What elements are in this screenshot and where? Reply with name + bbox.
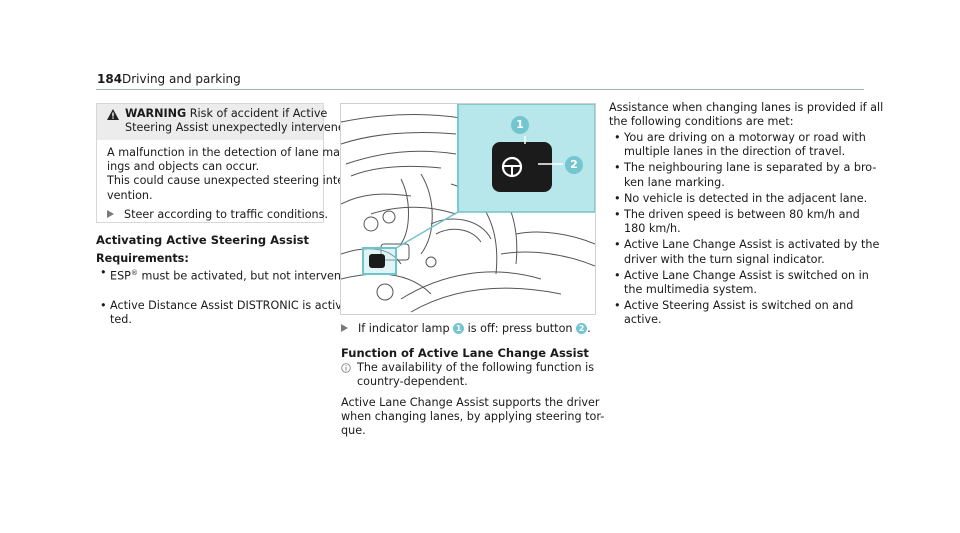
- condition-line: Active Steering Assist is switched on an…: [624, 299, 854, 313]
- section-title: Driving and parking: [122, 72, 241, 86]
- warning-body: A malfunction in the detection of lane m…: [107, 146, 356, 203]
- step-arrow-icon: [341, 324, 348, 332]
- requirements-label: Requirements:: [96, 252, 189, 265]
- paragraph-line: Active Lane Change Assist supports the d…: [341, 396, 600, 409]
- warning-body-line: ings and objects can occur.: [107, 160, 260, 174]
- warning-body-line: This could cause unexpected steering int…: [107, 174, 353, 188]
- section-heading-activating: Activating Active Steering Assist: [96, 233, 310, 247]
- function-paragraph: Active Lane Change Assist supports the d…: [341, 396, 604, 439]
- condition-line: driver with the turn signal indicator.: [624, 252, 825, 266]
- condition-item: No vehicle is detected in the adjacent l…: [614, 192, 879, 206]
- warning-body-line: A malfunction in the detection of lane m…: [107, 146, 356, 159]
- warning-box: WARNING Risk of accident if Active Steer…: [96, 103, 356, 223]
- condition-line: the multimedia system.: [624, 283, 757, 297]
- cockpit-drawing: [341, 104, 595, 313]
- condition-line: multiple lanes in the direction of trave…: [624, 145, 846, 159]
- condition-item: You are driving on a motorway or road wi…: [614, 131, 879, 159]
- warning-action: Steer according to traffic conditions.: [107, 208, 328, 221]
- callout-1-badge: 1: [511, 116, 529, 134]
- callout-2-badge: 2: [565, 156, 583, 174]
- steering-wheel-illustration: 1 2: [340, 103, 596, 315]
- info-icon: [341, 363, 351, 373]
- paragraph-line: when changing lanes, by applying steerin…: [341, 410, 605, 424]
- warning-body-line: vention.: [107, 188, 153, 202]
- condition-line: active.: [624, 313, 662, 327]
- warning-title: WARNING Risk of accident if Active: [125, 107, 327, 121]
- section-heading-function: Function of Active Lane Change Assist: [341, 346, 589, 360]
- requirement-esp: ESP: [110, 269, 131, 283]
- step-arrow-icon: [107, 210, 114, 218]
- conditions-intro: Assistance when changing lanes is provid…: [609, 101, 883, 129]
- page-number: 184: [97, 72, 123, 86]
- condition-line: 180 km/h.: [624, 222, 681, 236]
- requirement-line: Active Distance Assist DISTRONIC is acti…: [110, 298, 353, 312]
- country-note: The availability of the following functi…: [341, 361, 594, 389]
- registered-mark: ®: [130, 269, 138, 277]
- requirement-line: ted.: [110, 313, 132, 327]
- paragraph-line: que.: [341, 424, 366, 438]
- condition-item: Active Steering Assist is switched on an…: [614, 299, 879, 327]
- requirement-esp-text: must be activated, but not intervening.: [137, 269, 362, 283]
- condition-line: The driven speed is between 80 km/h and: [624, 208, 860, 222]
- note-line: country-dependent.: [357, 375, 468, 389]
- warning-title-text: Risk of accident if Active: [186, 107, 328, 120]
- condition-line: No vehicle is detected in the adjacent l…: [624, 191, 868, 205]
- condition-line: Active Lane Change Assist is activated b…: [624, 238, 880, 252]
- instruction-text: If indicator lamp: [358, 322, 454, 335]
- condition-item: The neighbouring lane is separated by a …: [614, 161, 879, 189]
- condition-item: Active Lane Change Assist is switched on…: [614, 269, 879, 297]
- instruction-text: .: [587, 322, 591, 335]
- warning-label: WARNING: [125, 107, 187, 120]
- condition-line: Active Lane Change Assist is switched on…: [624, 268, 869, 282]
- button-badge: 2: [576, 323, 588, 334]
- condition-item: Active Lane Change Assist is activated b…: [614, 238, 879, 266]
- instruction-step: If indicator lamp 1 is off: press button…: [341, 322, 591, 336]
- condition-line: The neighbouring lane is separated by a …: [624, 161, 877, 175]
- warning-header: WARNING Risk of accident if Active Steer…: [97, 104, 351, 140]
- conditions-list: You are driving on a motorway or road wi…: [614, 131, 879, 330]
- condition-line: ken lane marking.: [624, 175, 725, 189]
- requirement-item: ESP® must be activated, but not interven…: [100, 266, 960, 284]
- header-divider: [96, 89, 864, 90]
- warning-action-text: Steer according to traffic conditions.: [124, 208, 329, 221]
- warning-triangle-icon: [107, 109, 119, 120]
- intro-line: Assistance when changing lanes is provid…: [609, 101, 884, 114]
- intro-line: the following conditions are met:: [609, 115, 794, 129]
- requirement-item: Active Distance Assist DISTRONIC is acti…: [100, 299, 960, 327]
- instruction-text: is off: press button: [464, 322, 577, 335]
- condition-item: The driven speed is between 80 km/h and1…: [614, 208, 879, 236]
- warning-title-continued: Steering Assist unexpectedly intervenes: [125, 121, 351, 134]
- indicator-lamp-badge: 1: [453, 323, 465, 334]
- condition-line: You are driving on a motorway or road wi…: [624, 131, 866, 144]
- note-line: The availability of the following functi…: [357, 361, 595, 374]
